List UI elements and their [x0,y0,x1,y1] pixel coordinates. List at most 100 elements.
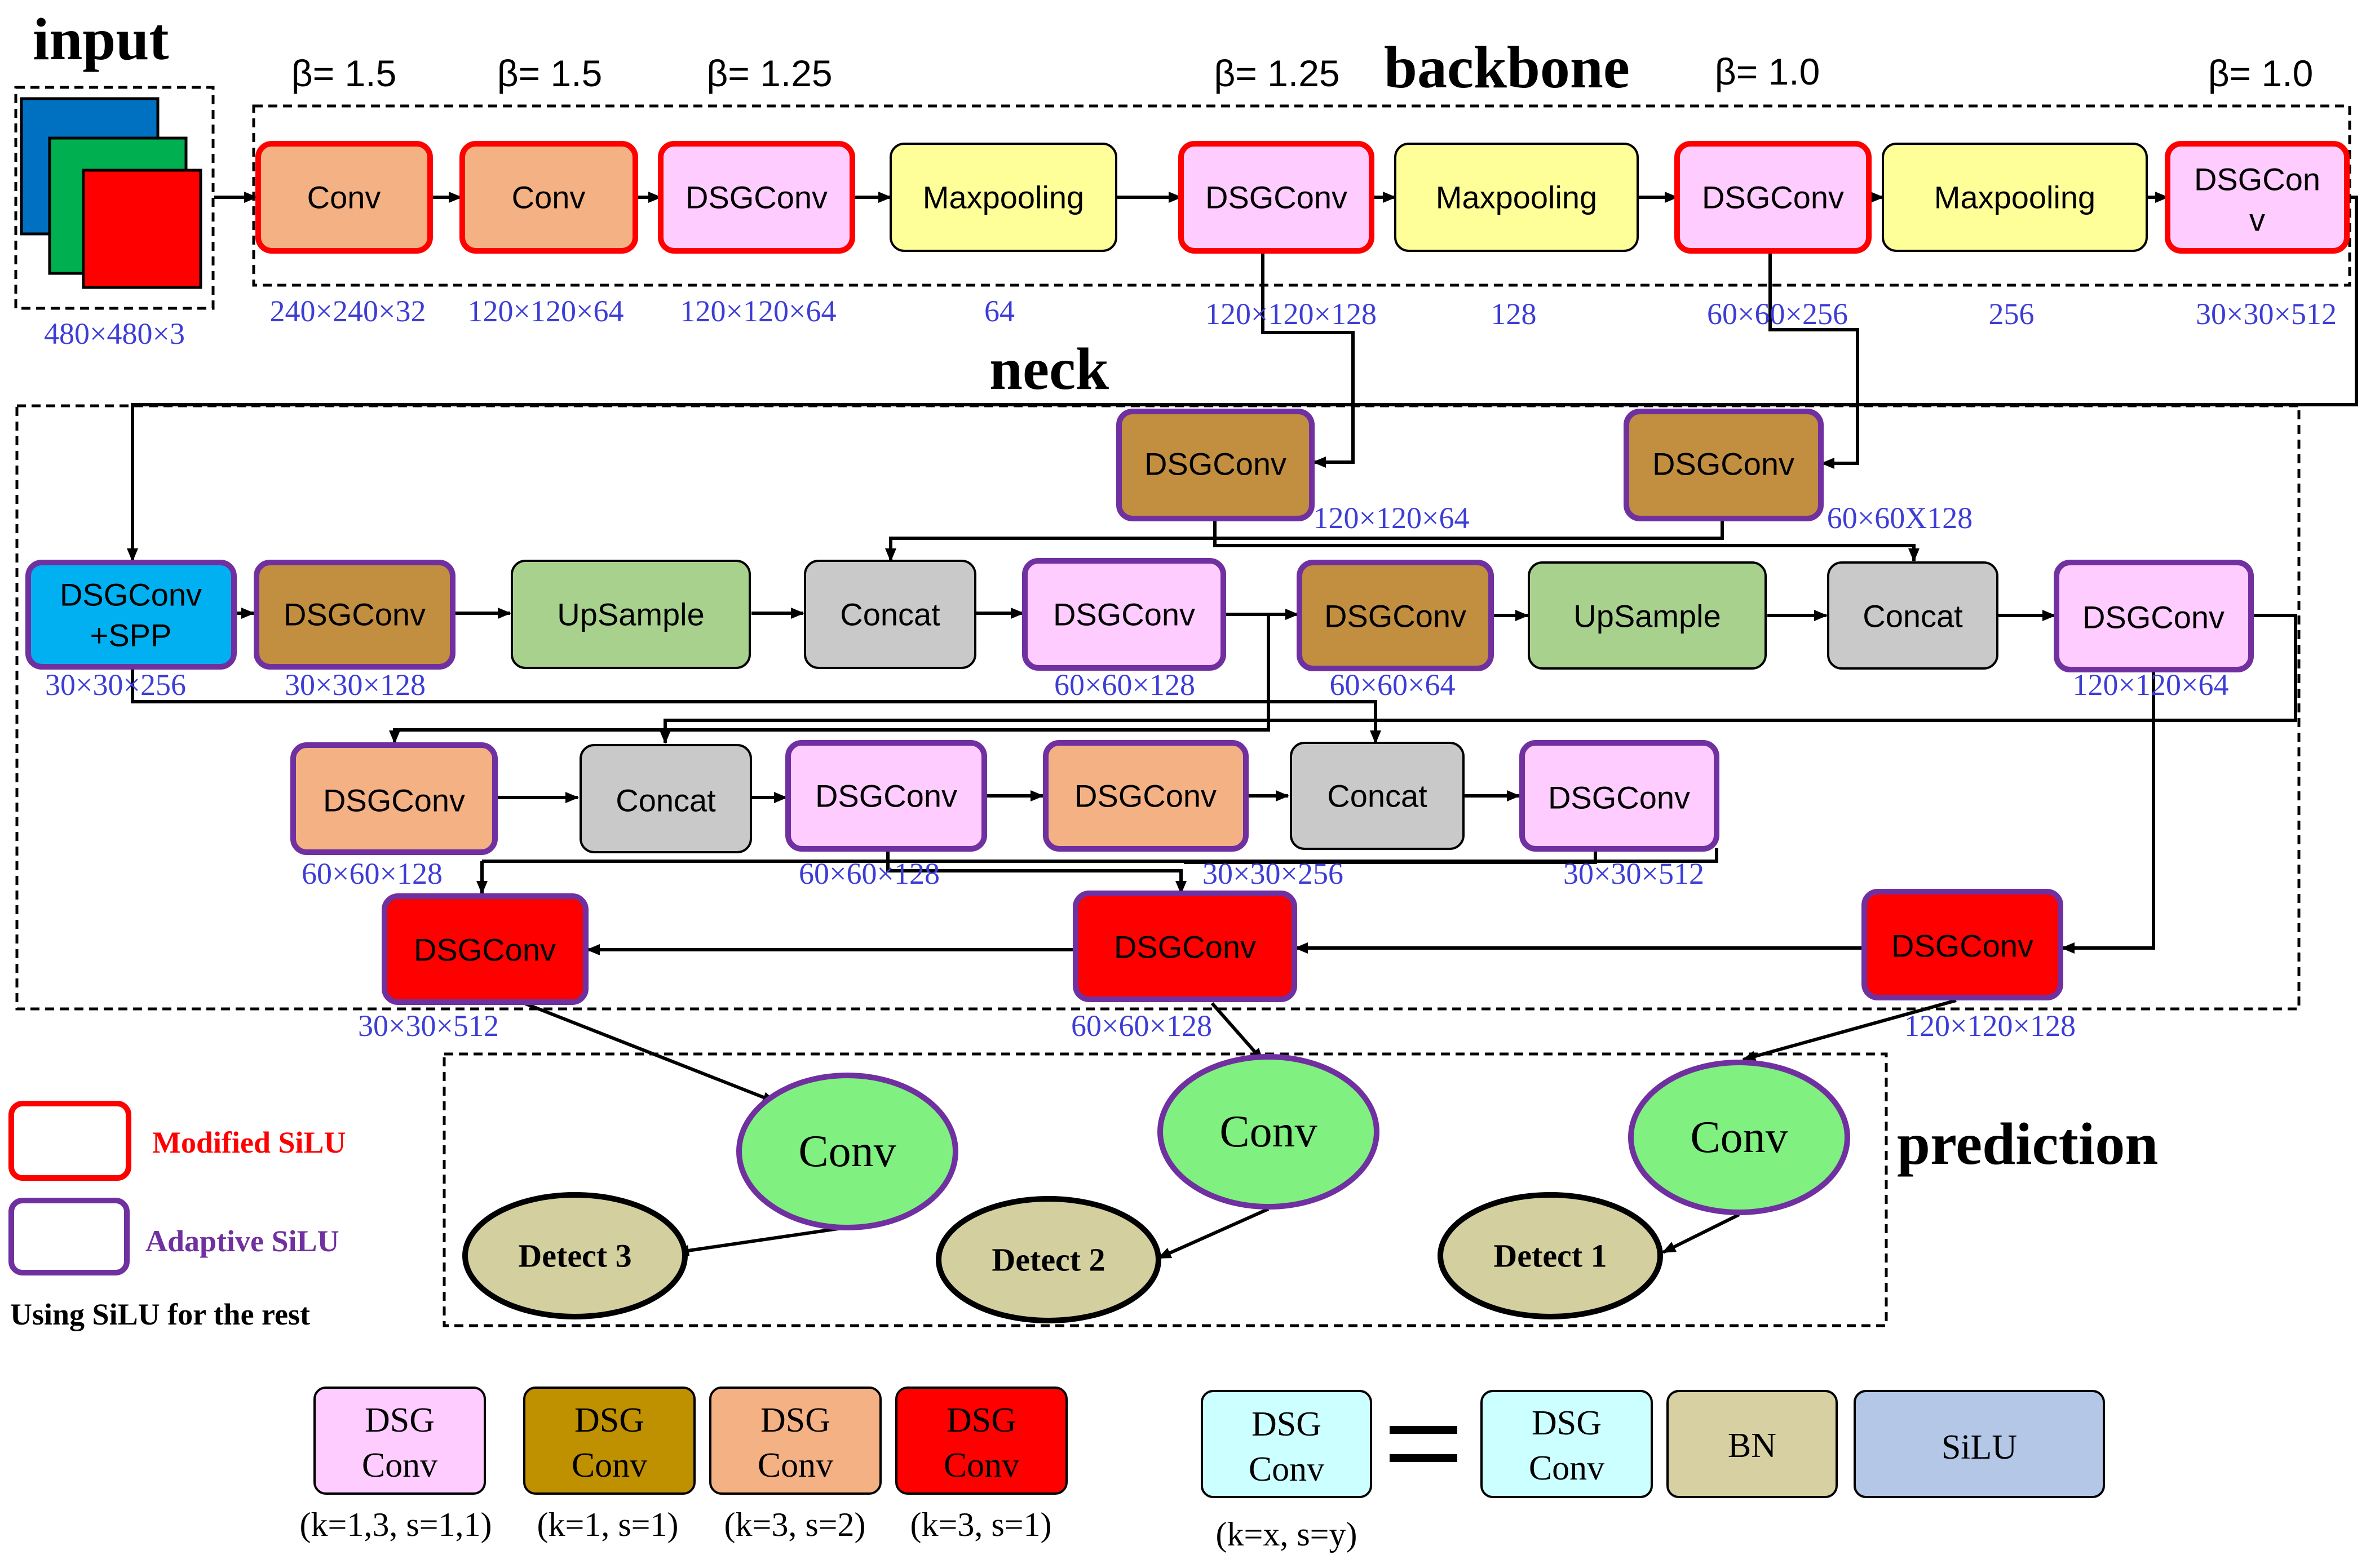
dim-label: 120×120×128 [1904,1009,2076,1043]
svg-text:Conv: Conv [1249,1450,1324,1489]
svg-text:Concat: Concat [616,783,716,818]
svg-text:(k=3, s=2): (k=3, s=2) [724,1506,866,1543]
svg-text:DSGConv: DSGConv [1702,180,1844,215]
kernel-legend: DSG Conv (k=1,3, s=1,1) DSG Conv (k=1, s… [300,1387,1068,1543]
beta-label: β= 1.0 [1715,51,1820,92]
upsample-block: UpSample [1528,561,1767,670]
svg-text:Concat: Concat [1327,778,1427,814]
backbone-dsgconv-block: DSGCon v [2165,141,2350,254]
svg-text:Conv: Conv [758,1446,833,1485]
svg-text:DSGConv: DSGConv [1114,929,1256,965]
svg-text:SiLU: SiLU [1942,1428,2017,1467]
svg-text:DSGConv: DSGConv [414,932,556,968]
dim-label: 256 [1989,297,2035,331]
dim-label: 120×120×64 [1314,501,1470,535]
prediction-conv-ellipse: Conv [736,1073,958,1230]
svg-text:(k=x, s=y): (k=x, s=y) [1216,1516,1357,1553]
svg-text:Maxpooling: Maxpooling [1934,180,2095,215]
dsgconv-red-block: DSGConv [1073,891,1297,1002]
dsgconv-block: DSGConv [785,740,987,852]
dsgconv-red-block: DSGConv [1861,889,2063,1000]
svg-text:Conv: Conv [1219,1107,1317,1157]
svg-text:Maxpooling: Maxpooling [923,180,1084,215]
prediction-conv-ellipse: Conv [1157,1054,1379,1210]
svg-text:DSG: DSG [760,1401,830,1439]
concat-block: Concat [804,560,976,669]
dim-label: 60×60×128 [302,857,443,891]
svg-text:Detect 1: Detect 1 [1493,1238,1607,1274]
svg-text:DSGConv: DSGConv [686,180,828,215]
dim-label: 60×60×128 [799,857,940,891]
dsgconv-red-block: DSGConv [382,893,589,1005]
concat-block: Concat [1290,742,1465,850]
dim-label: 120×120×128 [1205,297,1377,331]
dim-label: 60×60X128 [1827,501,1973,535]
equals-sign [1390,1426,1457,1462]
dsgconv-block: DSGConv [254,560,455,670]
svg-text:DSGCon: DSGCon [2194,162,2320,197]
dsgconv-block: DSGConv [290,742,498,855]
dim-label: 128 [1491,297,1537,331]
svg-text:Concat: Concat [840,597,940,632]
dim-label: 60×60×256 [1707,297,1848,331]
beta-label: β= 1.25 [1214,52,1339,94]
svg-text:Conv: Conv [362,1446,437,1485]
neck-top-dsgconv: DSGConv [1624,409,1824,521]
svg-text:Conv: Conv [944,1446,1019,1485]
svg-text:Conv: Conv [1529,1449,1604,1487]
prediction-conv-ellipse: Conv [1628,1060,1850,1215]
backbone-title: backbone [1384,34,1630,100]
detect-ellipse: Detect 3 [462,1192,688,1319]
neck-title: neck [989,336,1109,402]
svg-text:Conv: Conv [1690,1113,1788,1162]
neck-row3: DSGConv DSGConv DSGConv [382,889,2063,1005]
svg-text:Concat: Concat [1863,599,1963,634]
neck-top-dsgconv: DSGConv [1116,409,1315,521]
svg-text:DSGConv: DSGConv [1652,446,1794,482]
legend-swatch-adaptive [8,1198,130,1275]
dsgconv-block: DSGConv [1022,558,1226,671]
svg-text:DSGConv: DSGConv [815,778,957,814]
backbone-maxpool-block: Maxpooling [1394,143,1639,252]
dim-label: 64 [984,294,1015,328]
svg-text:Conv: Conv [798,1127,896,1176]
kernel-legend-item: DSG Conv (k=3, s=1) [895,1387,1068,1543]
svg-text:BN: BN [1728,1427,1776,1465]
dsgconv-block: DSGConv [1297,560,1494,671]
dim-label: 30×30×512 [1563,857,1704,891]
legend-label-adaptive: Adaptive SiLU [145,1224,339,1258]
svg-text:DSGConv: DSGConv [1144,446,1286,482]
svg-text:Maxpooling: Maxpooling [1436,180,1597,215]
input-title: input [33,6,169,72]
beta-label: β= 1.5 [291,52,397,94]
kernel-legend-item: DSG Conv (k=3, s=2) [709,1387,882,1543]
dsgconv-spp-block: DSGConv +SPP [25,560,237,670]
svg-text:DSGConv: DSGConv [1891,928,2033,964]
svg-text:DSGConv: DSGConv [2082,600,2225,635]
svg-text:(k=3, s=1): (k=3, s=1) [910,1506,1052,1543]
detect-ellipse: Detect 2 [936,1196,1161,1323]
backbone-dsgconv-block: DSGConv [1178,141,1374,254]
svg-text:v: v [2249,202,2265,238]
backbone-maxpool-block: Maxpooling [890,143,1117,252]
activation-legend: Modified SiLU Adaptive SiLU Using SiLU f… [8,1101,346,1331]
dim-label: 60×60×64 [1330,668,1456,702]
input-dim: 480×480×3 [44,317,185,351]
dim-label: 120×120×64 [468,294,624,328]
prediction-title: prediction [1897,1111,2158,1177]
dim-label: 240×240×32 [270,294,426,328]
backbone-dsgconv-block: DSGConv [1674,141,1872,254]
svg-text:DSG: DSG [947,1401,1016,1439]
beta-label: β= 1.25 [706,52,832,94]
dsgconv-block: DSGConv [1519,740,1719,852]
svg-text:UpSample: UpSample [1573,599,1721,634]
svg-text:+SPP: +SPP [90,618,172,653]
svg-text:(k=1, s=1): (k=1, s=1) [537,1506,679,1543]
backbone-maxpool-block: Maxpooling [1882,143,2148,252]
backbone-dsgconv-block: DSGConv [658,141,855,254]
svg-text:DSGConv: DSGConv [60,577,202,613]
svg-text:Conv: Conv [307,180,381,215]
svg-text:DSG: DSG [1532,1404,1602,1442]
prediction-frame [443,1052,1888,1327]
